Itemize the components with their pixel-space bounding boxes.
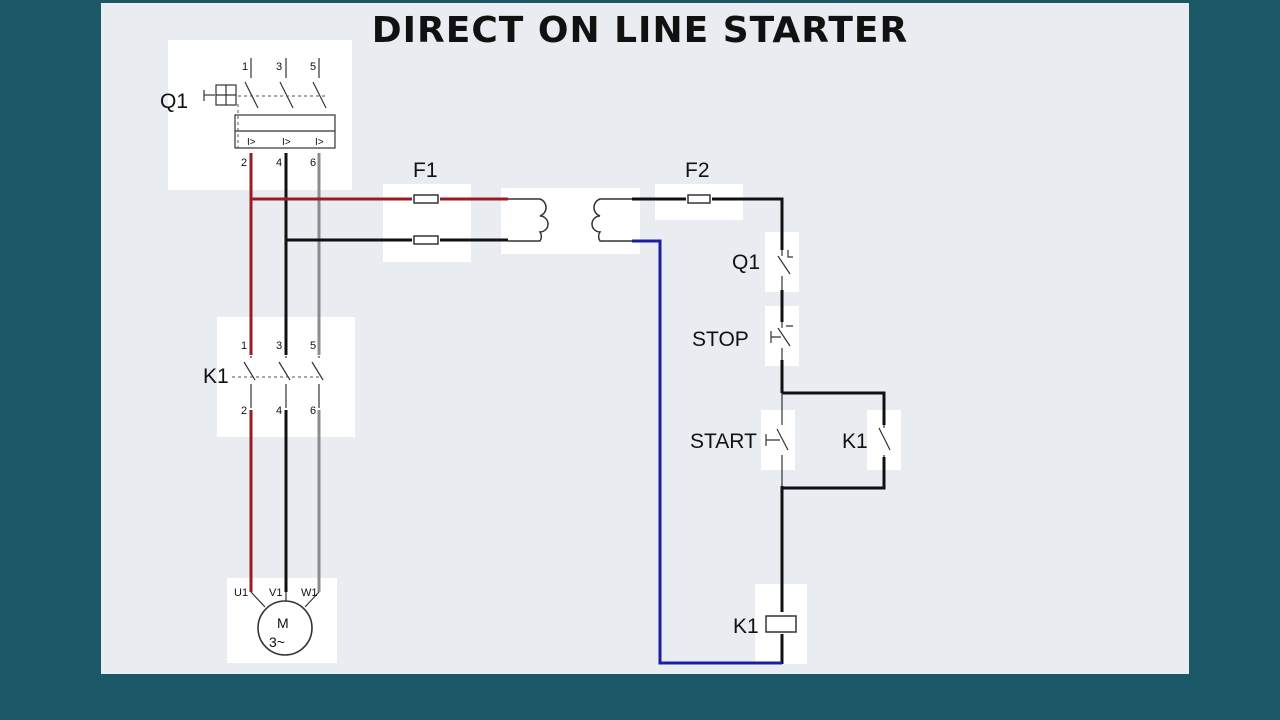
fuse-f1: F1 xyxy=(413,159,439,245)
q1-breaker-label: Q1 xyxy=(160,90,188,113)
k1-hold-label: K1 xyxy=(842,430,868,453)
q1-terminal-1: 1 xyxy=(242,61,248,73)
q1-trip-symbol-1: I> xyxy=(247,137,256,148)
motor-terminal-v1: V1 xyxy=(269,587,282,599)
motor-phase: 3~ xyxy=(269,634,285,650)
diagram-title: DIRECT ON LINE STARTER xyxy=(371,10,909,51)
q1-breaker: Q1 I> I> I> 1 3 5 2 4 6 xyxy=(160,58,336,169)
fuse-f2: F2 xyxy=(685,159,711,204)
q1-terminal-2: 2 xyxy=(241,157,247,169)
k1-terminal-2: 2 xyxy=(241,405,247,417)
q1-terminal-3: 3 xyxy=(276,61,282,73)
stop-button: STOP xyxy=(692,322,793,360)
k1-terminal-4: 4 xyxy=(276,405,282,417)
k1-hold-contact: K1 xyxy=(842,425,891,457)
k1-coil-label: K1 xyxy=(733,615,759,638)
k1-terminal-5: 5 xyxy=(310,340,316,352)
wire-hold-loop xyxy=(782,391,886,490)
q1-aux-contact: Q1 xyxy=(732,250,793,290)
k1-terminal-6: 6 xyxy=(310,405,316,417)
power-circuit-wires xyxy=(249,153,508,592)
q1-terminal-5: 5 xyxy=(310,61,316,73)
fuse-f1-label: F1 xyxy=(413,159,438,182)
motor-terminal-w1: W1 xyxy=(301,587,318,599)
start-button: START xyxy=(690,393,789,486)
fuse-f2-label: F2 xyxy=(685,159,710,182)
stop-button-label: STOP xyxy=(692,328,749,351)
control-circuit-wires xyxy=(632,197,886,665)
motor: M 3~ U1 V1 W1 xyxy=(234,587,320,656)
k1-main-contacts: K1 1 3 5 2 4 6 xyxy=(203,340,324,417)
q1-trip-symbol-3: I> xyxy=(315,137,324,148)
k1-terminal-3: 3 xyxy=(276,340,282,352)
k1-contacts-label: K1 xyxy=(203,365,229,388)
k1-terminal-1: 1 xyxy=(241,340,247,352)
q1-trip-symbol-2: I> xyxy=(282,137,291,148)
q1-terminal-4: 4 xyxy=(276,157,282,169)
motor-symbol: M xyxy=(277,615,289,631)
q1-terminal-6: 6 xyxy=(310,157,316,169)
control-transformer xyxy=(508,198,632,242)
wire-control-live xyxy=(632,197,784,664)
q1-aux-label: Q1 xyxy=(732,251,760,274)
component-backgrounds xyxy=(168,40,901,664)
k1-coil: K1 xyxy=(733,615,797,638)
motor-terminal-u1: U1 xyxy=(234,587,248,599)
wire-neutral-return xyxy=(632,239,782,665)
start-button-label: START xyxy=(690,430,757,453)
